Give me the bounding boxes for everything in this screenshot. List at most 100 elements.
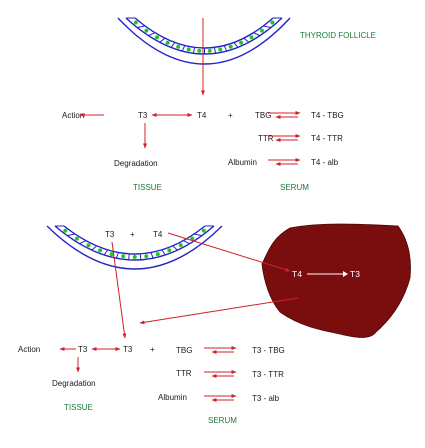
cell-nucleus [249,35,254,40]
cell-wall [263,25,272,29]
liver-to-tissue-arrow [139,297,299,325]
cell-wall [115,252,119,259]
top-binding-albumin: Albumin T4 - alb [228,158,339,167]
cell-nucleus [133,20,138,25]
bottom-follicle [46,225,223,270]
binding-protein-label: TTR [258,134,274,143]
binding-protein-label: Albumin [158,393,187,402]
liver-conversion-arrowhead [343,271,348,277]
cell-nucleus [186,47,191,52]
binding-protein-label: TBG [176,346,192,355]
cell-nucleus [86,243,91,248]
cell-wall [170,42,176,48]
cell-nucleus [155,35,160,40]
cell-wall [91,245,98,251]
cell-nucleus [144,28,149,33]
liver-t3-label: T3 [350,269,360,279]
binding-complex-label: T3 - TTR [252,370,284,379]
binding-protein-label: TBG [255,111,271,120]
t3-to-tissue-arrow [111,241,127,339]
cell-nucleus [144,254,149,259]
binding-complex-label: T4 - TBG [311,111,344,120]
top-tissue-label: TISSUE [133,183,162,192]
top-plus-label: + [228,111,233,120]
bottom-tissue-label: TISSUE [64,403,93,412]
cell-nucleus [239,40,244,45]
binding-complex-label: T3 - alb [252,394,280,403]
follicle-cell-walls [55,225,214,260]
cell-nucleus [98,248,103,253]
cell-wall [128,253,130,260]
top-degradation-label: Degradation [114,159,158,168]
top-follicle [117,17,291,65]
cell-wall [148,32,156,37]
cell-wall [183,240,190,245]
cell-nucleus [74,236,79,241]
cell-wall [194,233,202,237]
bottom-t3-second-label: T3 [123,345,133,354]
cell-nucleus [121,254,126,259]
bottom-binding-ttr: TTR T3 - TTR [176,369,284,379]
cell-nucleus [259,28,264,33]
bottom-binding-tbg: TBG T3 - TBG [176,346,285,355]
top-serum-label: SERUM [280,183,309,192]
cell-nucleus [218,47,223,52]
cell-wall [161,249,166,256]
cell-wall [223,45,228,52]
follicle-nuclei [63,228,206,259]
binding-complex-label: T4 - alb [311,158,339,167]
cell-wall [181,45,186,52]
top-binding-ttr: TTR T4 - TTR [258,134,343,143]
cell-nucleus [155,252,160,257]
t4-to-liver-arrow [167,232,291,272]
liver-organ [261,223,411,338]
follicle-nuclei [133,20,275,53]
bottom-t4-out-label: T4 [153,230,163,239]
cell-wall [67,233,76,237]
cell-wall [253,32,261,37]
cell-nucleus [190,236,195,241]
bottom-action-label: Action [18,345,40,354]
cell-nucleus [63,228,68,233]
cell-nucleus [228,44,233,49]
follicle-cell-walls [126,17,282,54]
cell-nucleus [201,228,206,233]
cell-wall [103,249,109,256]
cell-wall [213,47,217,54]
binding-protein-label: Albumin [228,158,257,167]
bottom-plus-label: + [150,345,155,354]
bottom-plus-out-label: + [130,230,135,239]
cell-wall [172,245,178,251]
liver-t4-label: T4 [292,269,302,279]
cell-nucleus [176,44,181,49]
cell-wall [159,37,166,43]
cell-nucleus [132,255,137,259]
cell-nucleus [207,48,212,53]
top-binding-tbg: TBG T4 - TBG [255,111,344,120]
cell-wall [243,37,250,43]
cell-wall [233,42,239,48]
cell-nucleus [165,40,170,45]
cell-nucleus [109,252,114,257]
cell-nucleus [270,20,275,25]
binding-complex-label: T4 - TTR [311,134,343,143]
bottom-binding-albumin: Albumin T3 - alb [158,393,280,403]
bottom-t3-out-label: T3 [105,230,115,239]
cell-nucleus [167,248,172,253]
top-t3-label: T3 [138,111,148,120]
binding-complex-label: T3 - TBG [252,346,285,355]
bottom-serum-label: SERUM [208,416,237,425]
thyroid-follicle-label: THYROID FOLLICLE [300,31,376,40]
cell-wall [139,253,142,260]
cell-nucleus [197,48,202,53]
binding-protein-label: TTR [176,369,192,378]
bottom-degradation-label: Degradation [52,379,96,388]
top-action-label: Action [62,111,84,120]
cell-wall [150,252,154,259]
cell-nucleus [178,243,183,248]
bottom-t3-label: T3 [78,345,88,354]
cell-wall [79,240,87,245]
cell-wall [137,25,146,29]
cell-wall [192,47,196,54]
